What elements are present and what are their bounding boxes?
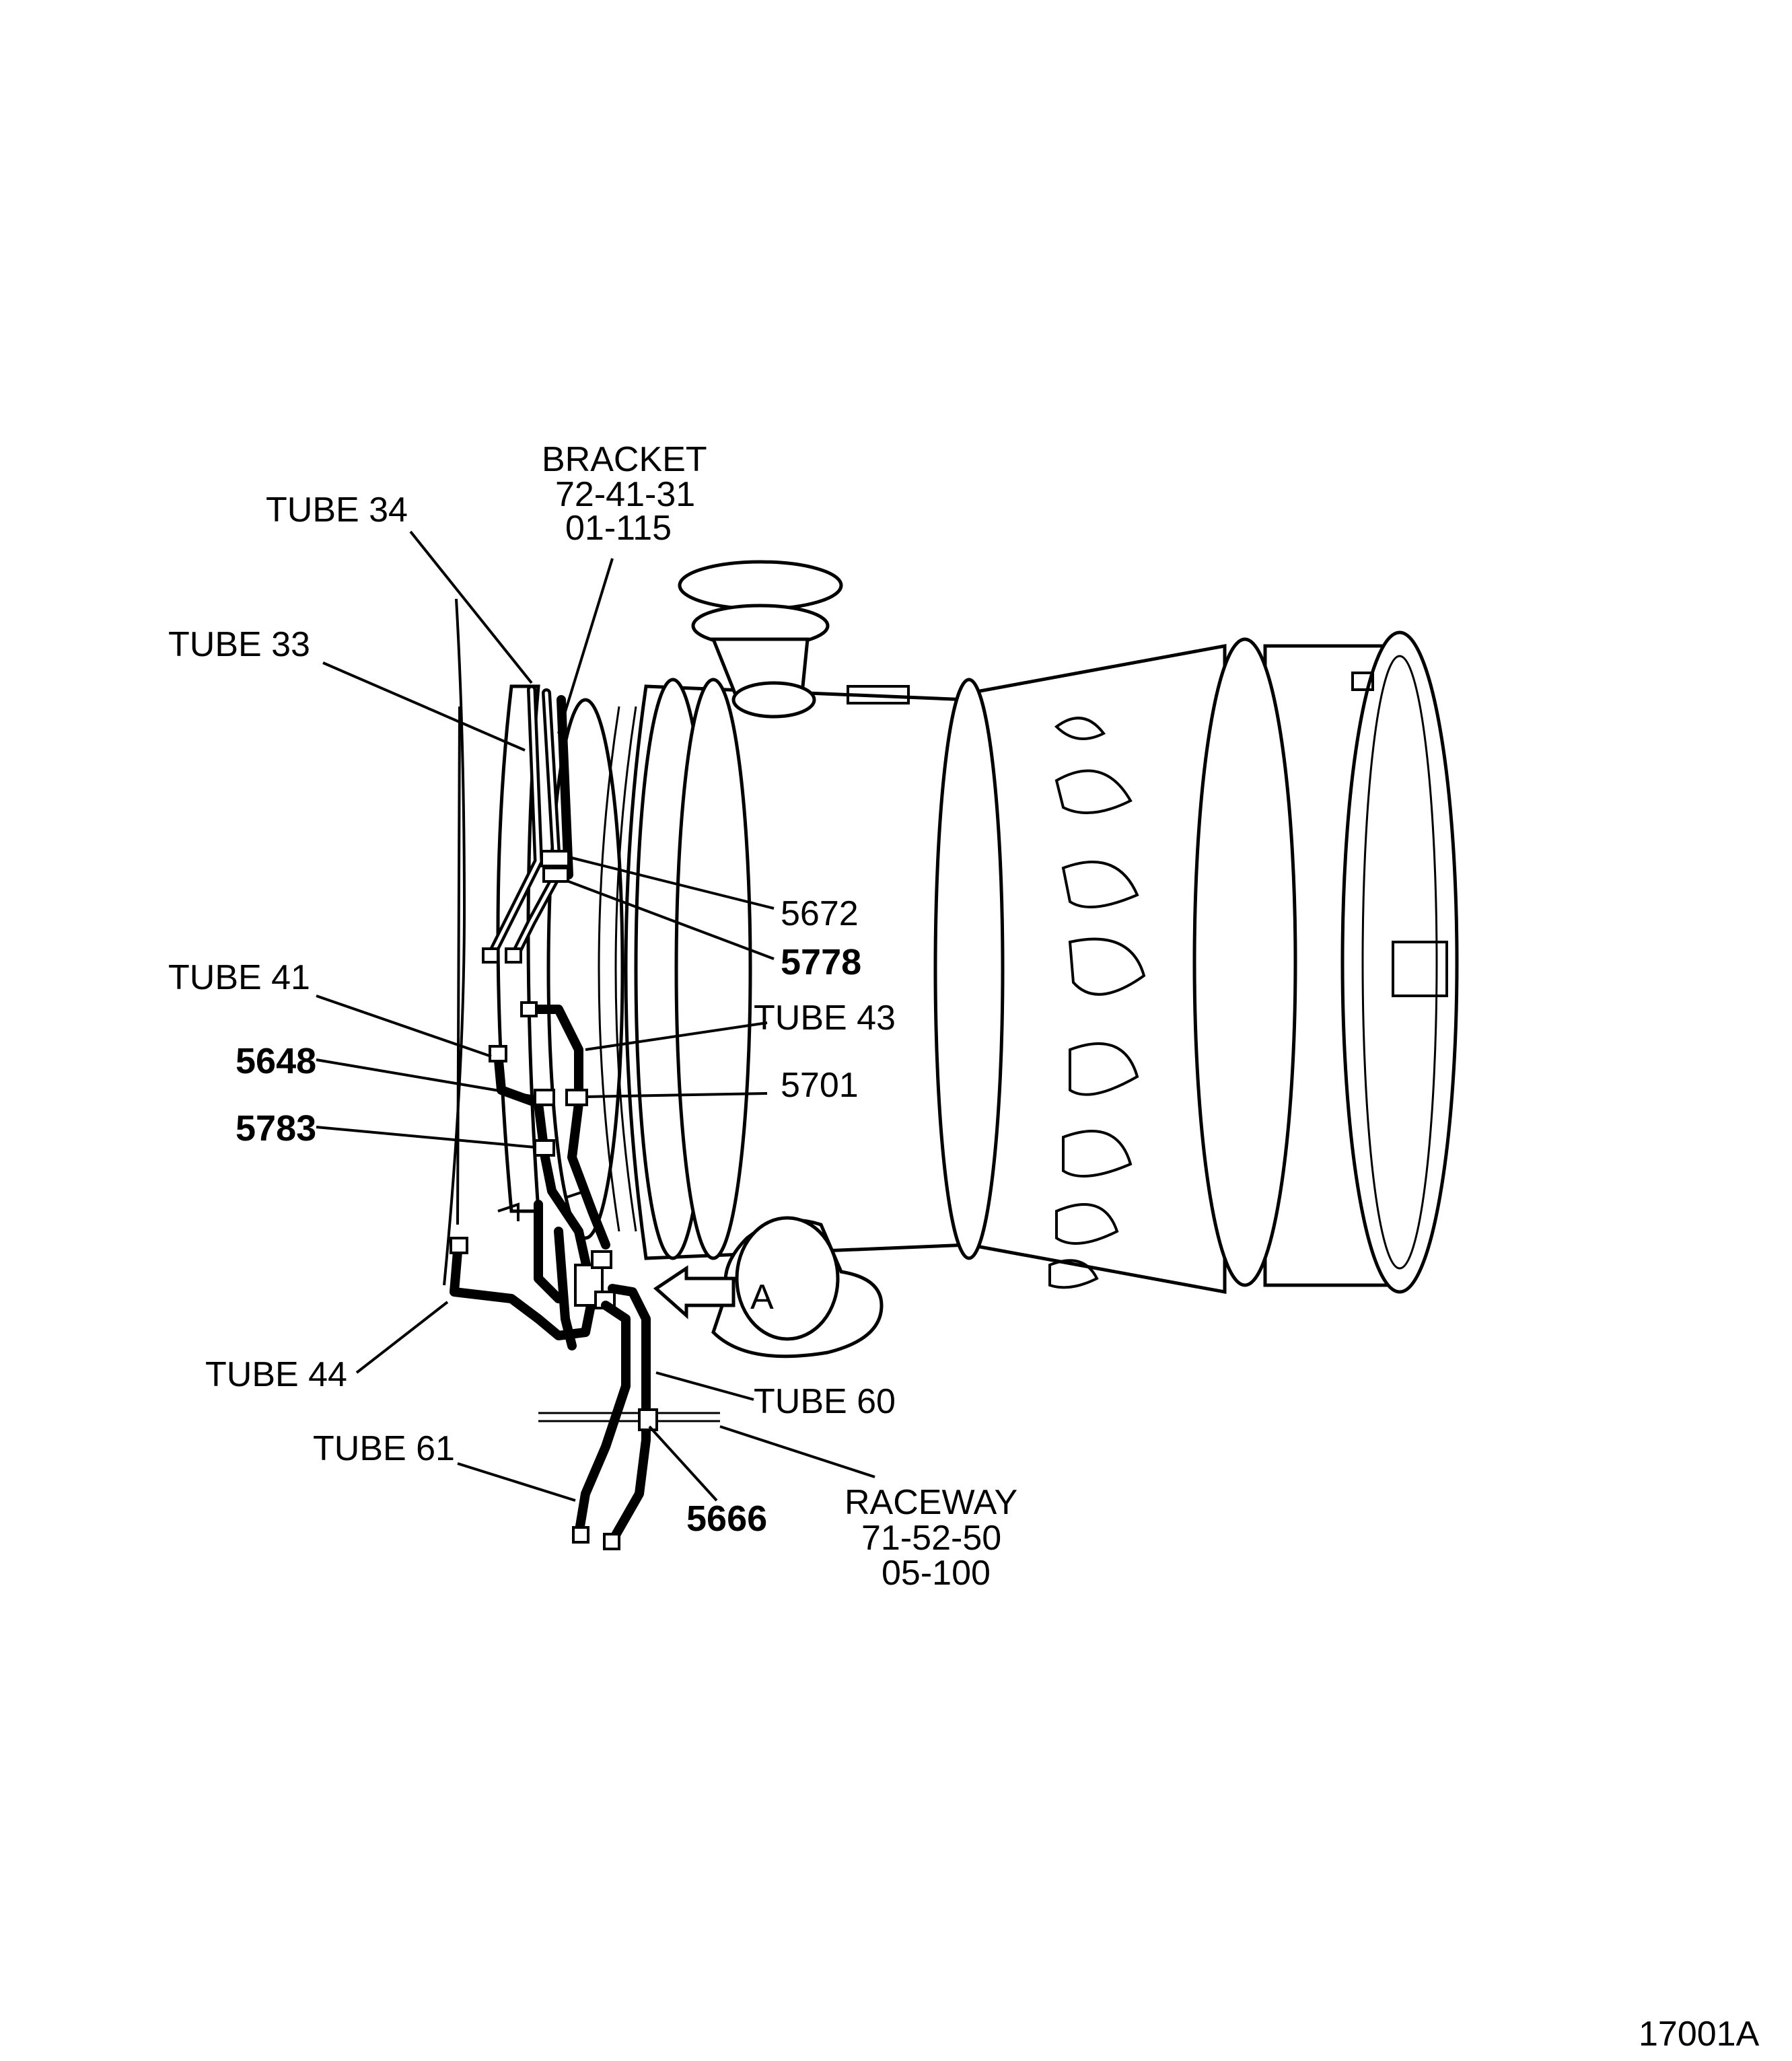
scallop bbox=[1068, 937, 1146, 996]
label-5783: 5783 bbox=[236, 1108, 316, 1149]
scallop bbox=[1069, 1042, 1139, 1096]
cooling-scallops bbox=[1048, 717, 1146, 1289]
tube-61 bbox=[574, 1301, 631, 1539]
leader-5648 bbox=[316, 1058, 536, 1098]
label-raceway-line2: 71-52-50 bbox=[861, 1519, 1001, 1558]
rear-flange bbox=[1340, 630, 1459, 1294]
label-raceway-line3: 05-100 bbox=[882, 1554, 991, 1593]
leader-tube34 bbox=[409, 530, 533, 684]
leader-5701 bbox=[585, 1092, 768, 1098]
leader-raceway bbox=[719, 1425, 875, 1478]
tube-34-b bbox=[557, 695, 573, 879]
ring-band-3 bbox=[674, 678, 752, 1260]
tube-44 bbox=[450, 1247, 597, 1340]
leader-tube43 bbox=[585, 1021, 768, 1051]
scallop bbox=[1061, 861, 1139, 908]
connector-5666-fitting bbox=[638, 1408, 658, 1431]
tube-lower-a bbox=[534, 1200, 563, 1303]
bottom-port bbox=[711, 1216, 884, 1359]
leader-lines bbox=[316, 530, 875, 1502]
leader-bracket bbox=[557, 558, 614, 734]
bore-line-1 bbox=[598, 706, 620, 1232]
leader-tube44 bbox=[355, 1301, 449, 1374]
tube-60-end-fitting bbox=[603, 1533, 620, 1550]
label-5648: 5648 bbox=[236, 1041, 316, 1081]
top-port bbox=[678, 560, 843, 719]
leader-tube41 bbox=[316, 995, 492, 1058]
label-tube60: TUBE 60 bbox=[754, 1382, 896, 1421]
scallop bbox=[1062, 1130, 1133, 1178]
tube-41-end-fitting bbox=[489, 1045, 507, 1062]
tube-33-inner bbox=[489, 688, 540, 957]
ring-band-1 bbox=[546, 698, 624, 1240]
ring-band-5 bbox=[1192, 637, 1297, 1287]
label-tube43: TUBE 43 bbox=[754, 999, 896, 1038]
label-5701: 5701 bbox=[781, 1066, 859, 1105]
label-tube41: TUBE 41 bbox=[168, 958, 310, 997]
tube-34-end-fitting bbox=[505, 947, 522, 964]
leader-tube33 bbox=[322, 661, 526, 752]
tube-61-end-fitting bbox=[572, 1526, 589, 1544]
tube-60 bbox=[608, 1284, 651, 1546]
port-bore-bottom bbox=[735, 1216, 840, 1341]
tube-routing bbox=[450, 685, 736, 1550]
turbine-section bbox=[967, 643, 1227, 1295]
label-view-a: A bbox=[750, 1278, 774, 1317]
port-base bbox=[731, 681, 816, 719]
connector-5778-fitting bbox=[542, 867, 569, 883]
connector-5648-fitting bbox=[534, 1089, 555, 1106]
scallop bbox=[1055, 1203, 1119, 1245]
valve-fitting-top bbox=[591, 1250, 612, 1269]
scallop bbox=[1048, 1259, 1099, 1289]
case-contour-outer bbox=[443, 598, 466, 1286]
bore-line-2 bbox=[614, 706, 637, 1232]
leader-5672 bbox=[571, 857, 775, 910]
ring-band-4 bbox=[933, 678, 1005, 1260]
scallop bbox=[1054, 717, 1106, 740]
rear-pad bbox=[1351, 672, 1374, 691]
leader-5666 bbox=[648, 1425, 718, 1502]
leader-tube60 bbox=[655, 1371, 754, 1401]
callout-labels: BRACKET 72-41-31 01-115 TUBE 34 TUBE 33 … bbox=[168, 440, 1760, 2054]
leader-5778 bbox=[568, 880, 775, 960]
leader-5783 bbox=[316, 1126, 536, 1149]
connector-5783-fitting bbox=[534, 1139, 555, 1157]
figure-number: 17001A bbox=[1639, 2015, 1760, 2054]
boss-strip bbox=[847, 685, 910, 704]
label-tube44: TUBE 44 bbox=[205, 1355, 347, 1394]
rear-flange-inner bbox=[1361, 655, 1438, 1270]
label-tube33: TUBE 33 bbox=[168, 625, 310, 664]
connector-5701-fitting bbox=[565, 1089, 588, 1106]
tube-33-end-fitting bbox=[482, 947, 499, 964]
label-tube61: TUBE 61 bbox=[313, 1429, 455, 1468]
label-bracket-line1: BRACKET bbox=[542, 440, 707, 479]
label-5666: 5666 bbox=[686, 1498, 767, 1539]
label-5672: 5672 bbox=[781, 894, 859, 933]
label-bracket-line3: 01-115 bbox=[565, 509, 672, 548]
inspection-port bbox=[1392, 941, 1448, 997]
view-a-arrow-icon bbox=[653, 1265, 736, 1319]
label-tube34: TUBE 34 bbox=[266, 491, 408, 530]
flange-clip bbox=[497, 1202, 519, 1221]
tube-34-inner bbox=[513, 691, 559, 957]
case-contour-inner bbox=[456, 706, 461, 1225]
connector-5672-fitting bbox=[540, 850, 570, 867]
engine-assembly bbox=[443, 560, 1459, 1359]
label-5778: 5778 bbox=[781, 942, 861, 982]
tube-lower-b bbox=[554, 1227, 577, 1350]
label-bracket-line2: 72-41-31 bbox=[555, 475, 695, 514]
tube-44-end-fitting bbox=[450, 1237, 468, 1254]
scallop bbox=[1054, 769, 1133, 814]
leader-tube61 bbox=[457, 1462, 576, 1502]
port-flange-upper bbox=[678, 560, 843, 611]
tube-43-end-fitting bbox=[520, 1001, 538, 1017]
label-raceway-line1: RACEWAY bbox=[845, 1483, 1017, 1522]
